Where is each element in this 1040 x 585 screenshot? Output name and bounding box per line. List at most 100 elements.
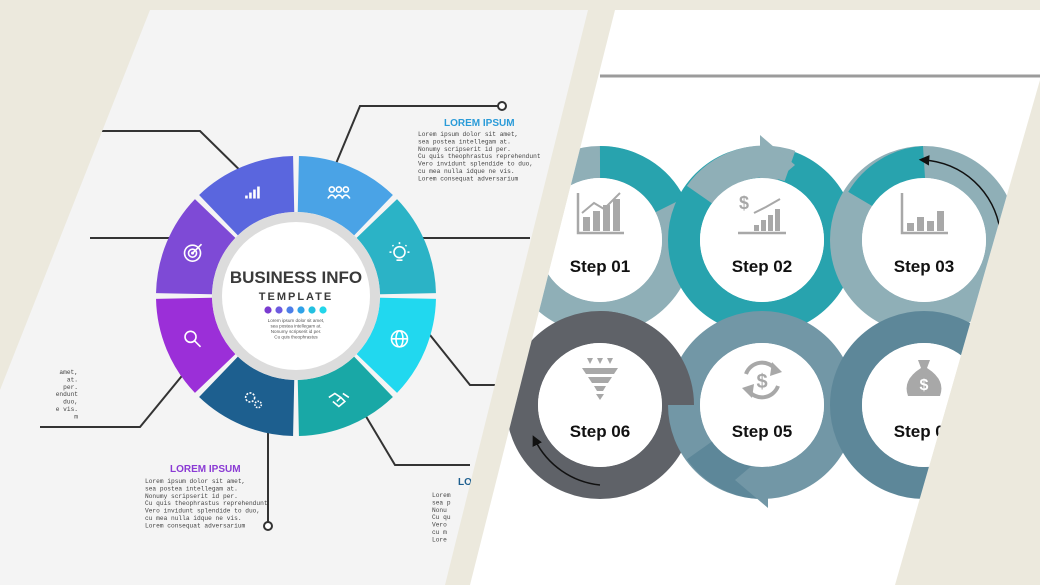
handshake-icon xyxy=(328,392,350,408)
color-dot xyxy=(308,306,316,314)
callout-line: cu m xyxy=(432,529,447,536)
callout-line: Lorem ipsum dolor sit amet, xyxy=(145,478,245,485)
target-icon xyxy=(183,243,203,262)
center-title: BUSINESS INFO xyxy=(230,268,362,287)
color-dot xyxy=(275,306,283,314)
step-disc xyxy=(700,343,824,467)
step-label: Step 01 xyxy=(570,257,630,276)
connector-bottom-right xyxy=(354,397,470,466)
step-label: Step 05 xyxy=(732,422,792,441)
callout-title: LO xyxy=(458,477,472,488)
wheel-segment xyxy=(356,297,436,393)
step-3: Step 03 xyxy=(862,178,986,302)
svg-text:$: $ xyxy=(756,371,767,393)
step-label: Step 04 xyxy=(894,422,955,441)
center-disc xyxy=(222,222,370,370)
callout-line: Nonumy scripserit id per. xyxy=(145,493,238,500)
center-body-text: Lorem ipsum dolor sit amet,sea postea in… xyxy=(268,318,325,340)
ring-step-06-accent xyxy=(599,311,694,406)
wheel-segment xyxy=(199,356,295,436)
callout-line: at. xyxy=(67,376,78,383)
segment-wheel xyxy=(156,156,436,436)
center-body-line: Cu quis theophrastus xyxy=(274,335,318,340)
svg-text:$: $ xyxy=(920,377,929,394)
dollar-cycle-icon: $ xyxy=(742,360,782,400)
callout-line: endunt xyxy=(56,391,79,398)
arrow-top-right xyxy=(918,155,1001,231)
team-icon xyxy=(327,186,351,199)
center-subtitle: TEMPLATE xyxy=(259,291,333,303)
callout-line: cu mea nulla idque ne vis. xyxy=(145,515,242,522)
callout-line: per. xyxy=(63,384,78,391)
connector-lower-left xyxy=(40,365,191,428)
step-1: Step 01 xyxy=(538,178,662,302)
callout-title: LOREM IPSUM xyxy=(170,464,241,475)
callout-line: sea p xyxy=(432,499,451,506)
callout-line: Vero invidunt splendide to duo, xyxy=(418,161,533,168)
callout-line: Lorem ipsum dolor sit amet, xyxy=(418,131,518,138)
connector-dot-bottom xyxy=(263,521,273,531)
step-6: Step 06 xyxy=(538,343,662,467)
callout-line: Lorem consequat adversarium xyxy=(145,522,246,529)
wheel-segment xyxy=(297,356,393,436)
callout-line: Cu quis theophrastus reprehendunt xyxy=(145,500,268,507)
callout-line: cu mea nulla idque ne vis. xyxy=(418,168,515,175)
magnifier-icon xyxy=(184,330,202,348)
dollar-chart-icon: $ xyxy=(738,193,786,235)
center-color-dots xyxy=(264,306,327,314)
callout-line: Cu qu xyxy=(432,514,451,521)
step-4: $ Step 04 xyxy=(862,343,986,467)
connector-lines xyxy=(40,101,530,531)
wheel-segment xyxy=(156,199,236,295)
center-body-line: sea postea intellegam at. xyxy=(270,324,321,329)
step-disc xyxy=(538,178,662,302)
callout-line: Vero invidunt splendide to duo, xyxy=(145,508,260,515)
globe-icon xyxy=(390,330,409,348)
callout-line: Lorem consequat adversarium xyxy=(418,175,519,182)
callout-line: Lorem xyxy=(432,492,451,499)
funnel-icon xyxy=(582,358,618,400)
bar-chart-up-icon xyxy=(576,192,624,235)
color-dot xyxy=(286,306,294,314)
callout-line: amet, xyxy=(59,369,78,376)
step-2: $ Step 02 xyxy=(700,178,824,302)
bar-chart-icon xyxy=(900,193,948,235)
callout-line: sea postea intellegam at. xyxy=(145,485,238,492)
callout-top-right: LOREM IPSUM Lorem ipsum dolor sit amet,s… xyxy=(418,118,541,182)
step-label: Step 02 xyxy=(732,257,792,276)
step-5: $ Step 05 xyxy=(700,343,824,467)
arrow-bottom-left xyxy=(532,435,601,486)
step-label: Step 06 xyxy=(570,422,630,441)
connector-dot-top-right xyxy=(497,101,507,111)
callout-line: Lore xyxy=(432,536,447,543)
callout-bottom-left: LOREM IPSUM Lorem ipsum dolor sit amet,s… xyxy=(145,464,268,529)
business-info-panel: BUSINESS INFO TEMPLATE Lorem ipsum dolor… xyxy=(0,10,588,585)
step-disc xyxy=(862,178,986,302)
callout-line: Cu quis theophrastus reprehendunt xyxy=(418,153,541,160)
color-dot xyxy=(297,306,305,314)
step-label: Step 03 xyxy=(894,257,954,276)
callout-line: e vis. xyxy=(56,406,78,413)
callout-body: Lorem ipsum dolor sit amet,sea postea in… xyxy=(418,131,541,182)
connector-top-right xyxy=(329,105,500,179)
callout-line: Vero xyxy=(432,522,447,529)
ring-step-03-accent xyxy=(848,146,926,209)
callout-line: Nonu xyxy=(432,507,447,514)
svg-text:$: $ xyxy=(739,193,749,213)
center-body-line: Nonumy scripserit id per. xyxy=(271,329,322,334)
step-discs: Step 01 $ Step 02 Step 03 $ Step 04 $ Step 05 St… xyxy=(538,178,986,467)
gears-icon xyxy=(244,392,263,409)
color-dot xyxy=(319,306,327,314)
wheel-segment xyxy=(156,297,236,393)
callout-line: Nonumy scripserit id per. xyxy=(418,146,511,153)
callout-title: LOREM IPSUM xyxy=(444,118,515,129)
step-disc xyxy=(700,178,824,302)
money-bag-icon: $ xyxy=(906,360,942,396)
step-disc xyxy=(538,343,662,467)
callout-line: sea postea intellegam at. xyxy=(418,138,511,145)
center-body-line: Lorem ipsum dolor sit amet, xyxy=(268,318,325,323)
connector-lower-right xyxy=(429,334,500,386)
